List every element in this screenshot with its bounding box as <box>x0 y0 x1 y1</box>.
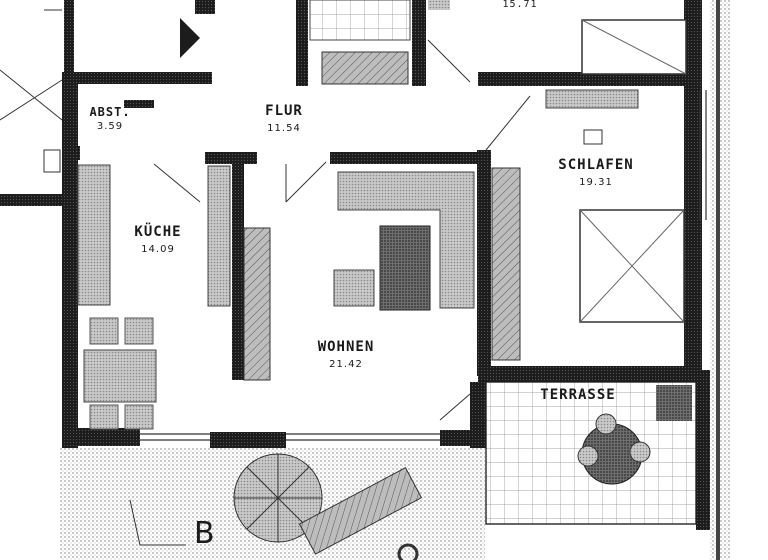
bath-tub <box>321 51 409 85</box>
terrace-planter <box>656 385 692 421</box>
garden-lounger <box>298 467 423 555</box>
windows <box>140 90 707 441</box>
door-swings <box>153 39 531 421</box>
hall-wardrobe <box>207 165 231 307</box>
living-sofa <box>337 171 475 309</box>
room-wohnen-name: WOHNEN <box>317 339 375 355</box>
room-terrasse-name: TERRASSE <box>540 387 616 403</box>
stair-arrow <box>180 18 200 58</box>
room-abst: ABST. 3.59 <box>80 106 140 132</box>
room-schlafen-area: 19.31 <box>579 177 613 188</box>
top-room-area: 15.71 <box>502 0 538 10</box>
kitchen-counter <box>77 164 111 306</box>
outer-right-wall <box>716 0 720 560</box>
garden-corner-marker <box>129 499 186 546</box>
room-flur-name: FLUR <box>265 103 303 119</box>
living-shelf-hatched <box>243 227 271 381</box>
walls <box>0 0 710 530</box>
room-kueche-area: 14.09 <box>141 244 175 255</box>
room-abst-area: 3.59 <box>96 121 124 132</box>
living-armchair <box>333 269 375 307</box>
room-terrasse: TERRASSE <box>526 388 630 402</box>
garden-ring <box>397 543 419 560</box>
room-flur-area: 11.54 <box>267 123 301 134</box>
bedroom-lamp <box>583 129 603 145</box>
bath-shower <box>309 0 411 41</box>
room-schlafen: SCHLAFEN 19.31 <box>544 158 648 188</box>
left-stairs <box>0 9 63 173</box>
room-abst-name: ABST. <box>89 105 131 119</box>
room-wohnen-area: 21.42 <box>329 359 363 370</box>
room-wohnen: WOHNEN 21.42 <box>300 340 392 370</box>
room-kueche: KÜCHE 14.09 <box>120 225 196 255</box>
bedroom-wardrobe-hatched <box>491 167 521 361</box>
kitchen-chair <box>89 317 119 345</box>
kitchen-table <box>83 349 157 403</box>
kitchen-chair <box>124 317 154 345</box>
kitchen-chair <box>124 404 154 430</box>
living-coffee-table <box>379 225 431 311</box>
terrace-table-set <box>577 413 651 485</box>
garden-umbrella <box>233 453 323 543</box>
kitchen-chair <box>89 404 119 430</box>
room-kueche-name: KÜCHE <box>134 224 182 240</box>
bedroom-nightstand <box>545 89 639 109</box>
bath-fixture <box>428 0 450 10</box>
room-schlafen-name: SCHLAFEN <box>558 157 634 173</box>
garden-letter-marker: B <box>194 516 215 551</box>
room-flur: FLUR 11.54 <box>252 104 316 134</box>
